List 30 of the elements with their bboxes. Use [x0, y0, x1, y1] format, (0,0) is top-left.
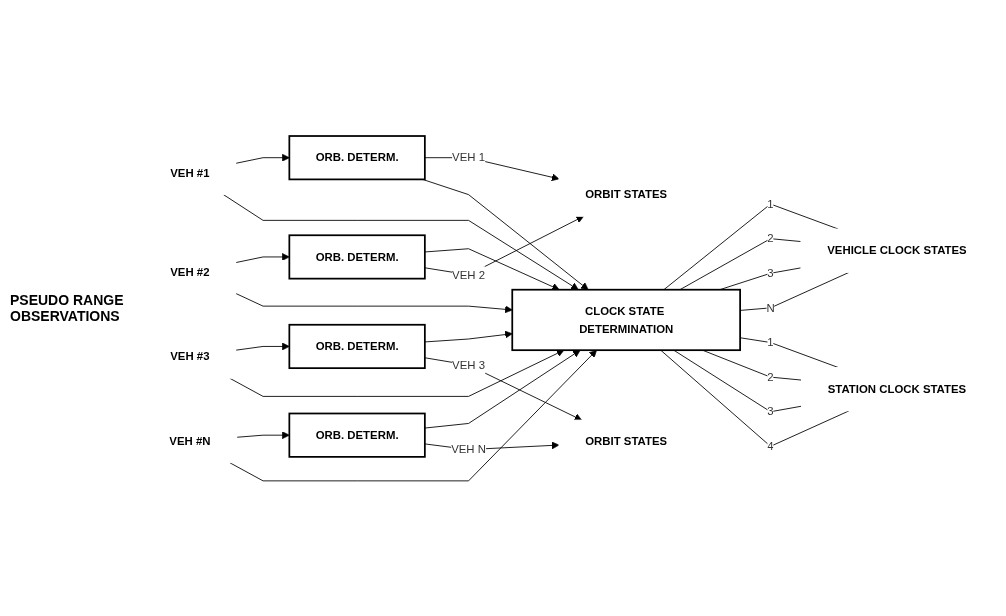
node-text: VEH #1 — [170, 165, 210, 179]
node-text: VEHICLE CLOCK STATES — [827, 243, 967, 257]
edge-label: N — [766, 300, 775, 314]
node-box: ORB. DETERM. — [288, 134, 426, 180]
connector — [660, 349, 850, 447]
node-box: ORB. DETERM. — [288, 233, 426, 280]
edge-label: 1 — [767, 335, 774, 349]
edge-label: 2 — [767, 369, 774, 384]
node-text: VEH #3 — [170, 349, 210, 363]
edge-label: 3 — [767, 266, 774, 280]
node-text: VEH #2 — [170, 264, 210, 278]
edge-label: 1 — [767, 196, 774, 210]
node-text: VEH #N — [169, 433, 211, 447]
bracket-label: PSEUDO RANGE OBSERVATIONS — [9, 291, 125, 326]
connector — [702, 349, 802, 381]
edge-label: 3 — [767, 404, 774, 418]
edge-label: VEH 1 — [452, 150, 486, 164]
node-text: ORBIT STATES — [585, 187, 668, 201]
node-box: ORB. DETERM. — [288, 412, 426, 458]
node-text: STATION CLOCK STATES — [827, 381, 967, 396]
edge-label: 2 — [767, 231, 774, 245]
edge-label: VEH 2 — [452, 267, 486, 281]
node-text: ORBIT STATES — [585, 434, 668, 448]
edge-label: VEH N — [451, 442, 486, 456]
connector — [679, 237, 802, 290]
connector — [673, 349, 802, 412]
edge-label: 4 — [767, 439, 774, 453]
node-box: ORB. DETERM. — [288, 323, 426, 369]
node-box: CLOCK STATE DETERMINATION — [511, 288, 741, 351]
edge-label: VEH 3 — [452, 357, 486, 371]
